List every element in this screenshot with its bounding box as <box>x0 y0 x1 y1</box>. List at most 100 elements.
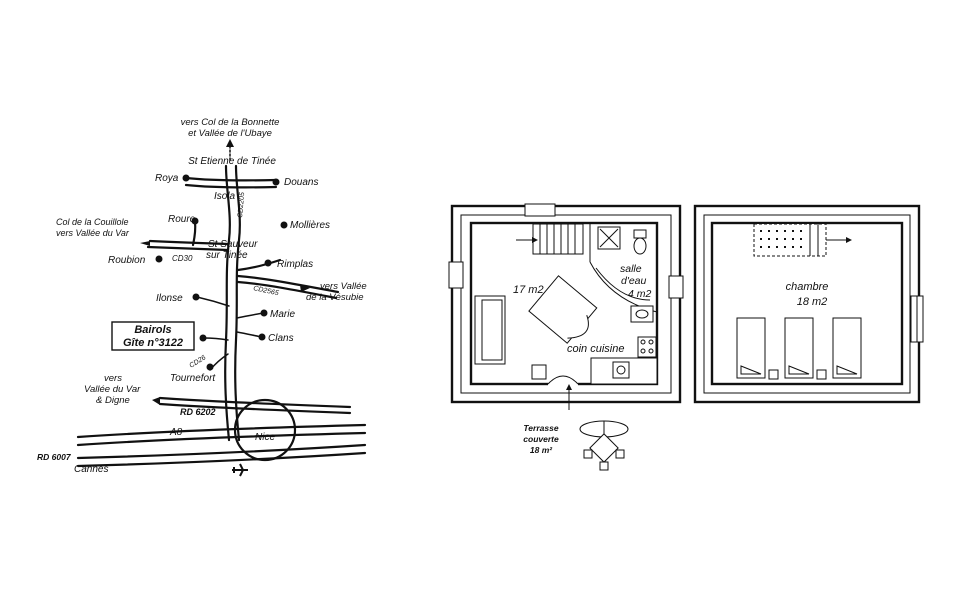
dot-tournefort <box>206 363 214 371</box>
label-vesubie-2: de la Vésubie <box>306 292 364 303</box>
arrow-couillole-icon <box>140 241 150 246</box>
fridge <box>531 364 547 380</box>
toilet-tank <box>633 229 647 239</box>
ground-inner-wall-outer <box>460 214 672 394</box>
label-st-sauveur-1: St Sauveur <box>208 239 258 250</box>
label-couillole-1: Col de la Couillole <box>56 217 129 227</box>
road-marie <box>236 312 265 319</box>
label-rd6202: RD 6202 <box>180 407 216 417</box>
label-cd2205: CD2205 <box>237 192 246 218</box>
upper-inner-wall <box>710 221 904 386</box>
label-var-3: & Digne <box>96 395 130 406</box>
arrow-vesubie-icon <box>300 285 310 292</box>
label-cd26: CD26 <box>188 354 207 369</box>
label-terrace-2: couverte <box>523 434 559 444</box>
dot-bairols <box>199 334 207 342</box>
label-rimplas: Rimplas <box>277 259 313 270</box>
bed-1 <box>736 317 766 379</box>
label-var-2: Vallée du Var <box>84 384 141 395</box>
bathroom-door-arc <box>595 267 651 301</box>
label-bathroom-1: salle <box>620 263 642 275</box>
door-swing <box>547 375 579 385</box>
dot-roure <box>191 217 199 225</box>
window-right <box>668 275 684 299</box>
label-douans: Douans <box>284 177 318 188</box>
label-marie: Marie <box>270 309 295 320</box>
toilet <box>633 237 647 255</box>
road-ilonse <box>196 296 230 307</box>
upper-inner-wall-outer <box>703 214 911 394</box>
stairs-ground <box>532 223 584 255</box>
road-cd2205-left <box>224 164 231 442</box>
label-main-room-area: 17 m2 <box>513 284 544 296</box>
label-vesubie-1: vers Vallée <box>320 281 367 292</box>
road-bairols <box>203 337 229 341</box>
stair-arrow-icon <box>516 237 538 243</box>
gite-name: Bairols <box>134 324 171 336</box>
road-rd6007 <box>76 443 367 460</box>
stairs-upper <box>753 223 827 257</box>
arrow-var-icon <box>152 397 160 405</box>
road-cd30-b <box>146 245 230 252</box>
nightstand-2 <box>816 369 827 380</box>
road-cd2565-b <box>236 280 338 300</box>
parasol-table-icon <box>579 420 629 471</box>
dot-ilonse <box>192 293 200 301</box>
dot-mollieres <box>280 221 288 229</box>
ground-outer-wall <box>450 204 682 404</box>
nice-ring <box>233 398 297 462</box>
ground-floor-plan: 17 m2 salle d'eau 4 m2 coin cuisine Terr… <box>448 203 684 471</box>
road-roya-douans <box>184 176 278 182</box>
label-tournefort: Tournefort <box>170 373 216 384</box>
label-col-bonnette-2: et Vallée de l'Ubaye <box>188 128 272 139</box>
dot-douans <box>272 178 280 186</box>
nightstand-1 <box>768 369 779 380</box>
label-st-sauveur-2: sur Tinée <box>206 250 248 261</box>
label-roure: Roure <box>168 214 196 225</box>
road-cd30 <box>148 239 230 246</box>
label-bathroom-2: d'eau <box>621 275 647 287</box>
north-arrow-icon <box>226 139 234 161</box>
label-bedroom-area: 18 m2 <box>797 296 828 308</box>
label-col-bonnette-1: vers Col de la Bonnette <box>181 117 280 128</box>
dot-rimplas <box>264 259 272 267</box>
label-isola: Isola <box>214 191 236 202</box>
road-map: vers Col de la Bonnette et Vallée de l'U… <box>37 117 367 477</box>
kitchen-units <box>590 336 658 385</box>
window-left <box>448 261 464 289</box>
label-bedroom: chambre <box>786 281 829 293</box>
label-terrace-3: 18 m² <box>530 445 553 455</box>
label-rd6007: RD 6007 <box>37 452 72 462</box>
label-var-1: vers <box>104 373 122 384</box>
road-rd6007-b <box>76 451 367 468</box>
label-couillole-2: vers Vallée du Var <box>56 228 130 238</box>
road-rd6202 <box>158 396 352 409</box>
label-cannes: Cannes <box>74 464 108 475</box>
stair-arrow-icon <box>826 237 852 243</box>
dot-clans <box>258 333 266 341</box>
entry-arrow-icon <box>566 384 572 410</box>
road-roya-douans-b <box>184 183 278 189</box>
sofa <box>474 295 506 365</box>
bed-3 <box>832 317 862 379</box>
road-rimplas <box>236 258 282 272</box>
road-cd2565 <box>236 274 340 294</box>
label-roubion: Roubion <box>108 255 146 266</box>
label-terrace-1: Terrasse <box>523 423 558 433</box>
airport-plane-icon <box>232 463 248 477</box>
label-kitchen: coin cuisine <box>567 343 624 355</box>
dot-marie <box>260 309 268 317</box>
upper-floor-plan: chambre 18 m2 <box>693 204 924 404</box>
bed-2 <box>784 317 814 379</box>
road-cd2205-right <box>234 164 241 442</box>
gite-label-box: Bairols Gîte n°3122 <box>111 321 195 351</box>
label-cd30: CD30 <box>172 254 193 263</box>
gite-number: Gîte n°3122 <box>123 337 183 349</box>
label-a8: A8 <box>169 427 183 438</box>
window-top <box>524 203 556 217</box>
dot-roya <box>182 174 190 182</box>
road-rd6202-b <box>158 402 352 415</box>
label-clans: Clans <box>268 333 294 344</box>
label-nice: Nice <box>255 432 275 443</box>
